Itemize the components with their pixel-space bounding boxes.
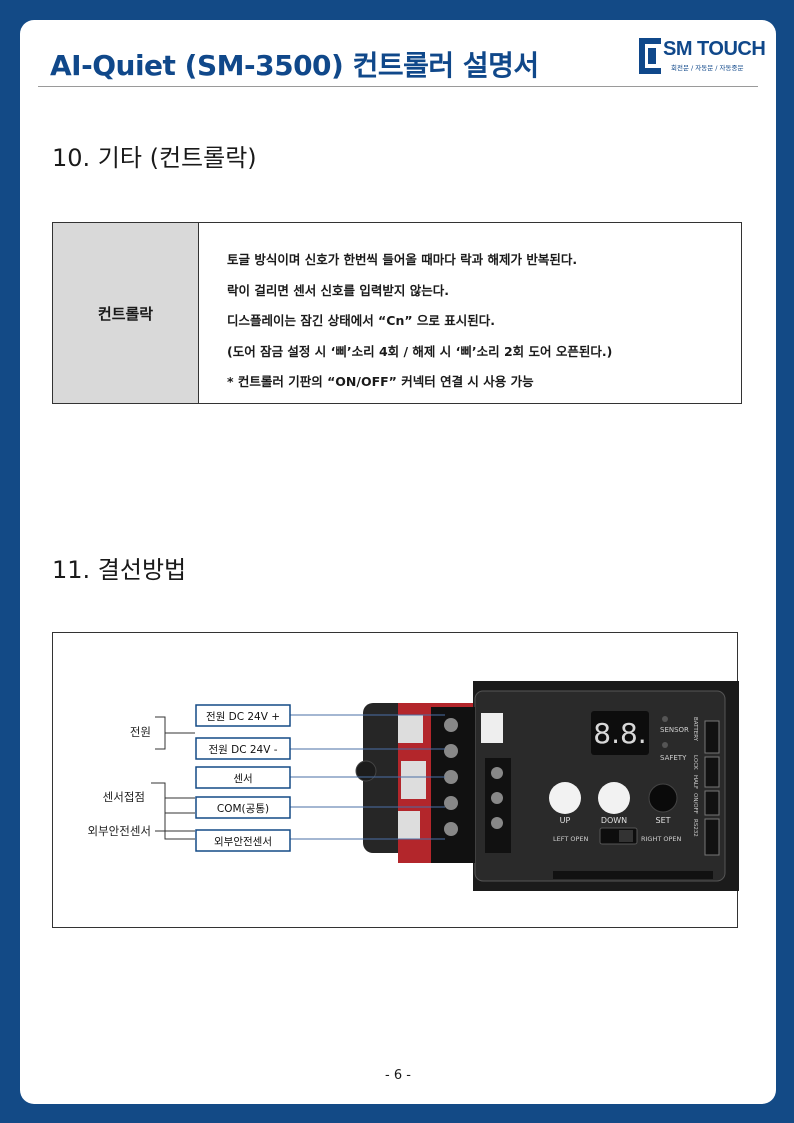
- logo-text: SM TOUCH: [663, 38, 766, 60]
- bracket-power: [155, 716, 195, 750]
- terminal-label-sensor: 센서: [233, 773, 252, 785]
- control-lock-label: 컨트롤락: [53, 223, 199, 403]
- side-label-half: HALF: [692, 775, 698, 789]
- side-label-rs232: RS232: [692, 819, 698, 837]
- description-line: * 컨트롤러 기판의 “ON/OFF” 커넥터 연결 시 사용 가능: [227, 374, 534, 389]
- side-label-battery: BATTERY: [692, 717, 698, 742]
- page-number: - 6 -: [385, 1068, 411, 1083]
- switch-knob: [619, 830, 633, 842]
- group-label-sensor-contact: 센서접점: [103, 790, 145, 804]
- document-page: AI-Quiet (SM-3500) 컨트롤러 설명서 SM TOUCH 회전문…: [20, 20, 776, 1104]
- document-title: AI-Quiet (SM-3500) 컨트롤러 설명서: [50, 49, 539, 82]
- bracket-sensor: [151, 782, 195, 814]
- left-open-label: LEFT OPEN: [553, 835, 589, 843]
- terminal-block: [398, 707, 511, 863]
- down-button-label: DOWN: [601, 816, 627, 825]
- sensor-led-label: SENSOR: [660, 726, 689, 734]
- description-line: 락이 걸리면 센서 신호를 입력받지 않는다.: [227, 282, 450, 298]
- safety-led-label: SAFETY: [660, 754, 687, 762]
- bottom-vents: [553, 871, 713, 879]
- down-button-icon: [598, 782, 630, 814]
- set-button-label: SET: [655, 816, 670, 825]
- header-divider: [38, 86, 758, 87]
- terminal-label-com: COM(공통): [217, 803, 269, 815]
- mount-hole-icon: [355, 760, 377, 782]
- terminal-label-external-safety: 외부안전센서: [214, 836, 272, 848]
- side-label-on-off: ON/OFF: [692, 793, 698, 814]
- terminal-label-box: [195, 796, 291, 819]
- description-line: 토글 방식이며 신호가 한번씩 들어올 때마다 락과 해제가 반복된다.: [227, 252, 578, 267]
- wiring-illustration: 전원 센서접점 외부안전센서: [88, 681, 739, 891]
- sensor-led-icon: [662, 716, 668, 722]
- up-button-label: UP: [560, 816, 571, 825]
- terminal-label-24v-plus: 전원 DC 24V +: [206, 711, 280, 723]
- logo-mark-icon: [639, 38, 661, 74]
- group-label-external-safety: 외부안전센서: [88, 824, 151, 838]
- control-lock-description: 토글 방식이며 신호가 한번씩 들어올 때마다 락과 해제가 반복된다. 락이 …: [199, 223, 741, 403]
- set-button-icon: [648, 783, 678, 813]
- logo-subtitle: 회전문 / 자동문 / 자동중문: [671, 64, 744, 72]
- leader-lines: [290, 714, 445, 840]
- terminal-label-box: [195, 766, 291, 789]
- bracket-safety: [155, 813, 195, 840]
- description-line: (도어 잠금 설정 시 ‘삐’소리 4회 / 해제 시 ‘삐’소리 2회 도어 …: [227, 343, 613, 359]
- segment-display: [591, 711, 649, 755]
- wiring-diagram: 전원 센서접점 외부안전센서: [52, 632, 739, 928]
- display-readout: 8.8.: [593, 717, 646, 750]
- group-label-power: 전원: [130, 725, 151, 739]
- terminal-label-box: [195, 704, 291, 727]
- control-lock-table: 컨트롤락 토글 방식이며 신호가 한번씩 들어올 때마다 락과 해제가 반복된다…: [52, 222, 742, 404]
- side-label-lock: LOCK: [692, 755, 698, 770]
- side-connectors: [704, 720, 720, 856]
- terminal-label-box: [195, 737, 291, 760]
- section-11-title: 11. 결선방법: [52, 556, 187, 584]
- up-button-icon: [549, 782, 581, 814]
- safety-led-icon: [662, 742, 668, 748]
- section-10-title: 10. 기타 (컨트롤락): [52, 144, 257, 172]
- terminal-label-24v-minus: 전원 DC 24V -: [208, 744, 277, 756]
- description-line: 디스플레이는 잠긴 상태에서 “Cn” 으로 표시된다.: [227, 313, 496, 328]
- terminal-label-box: [195, 829, 291, 852]
- right-open-label: RIGHT OPEN: [641, 835, 682, 843]
- company-logo: SM TOUCH 회전문 / 자동문 / 자동중문: [635, 32, 766, 80]
